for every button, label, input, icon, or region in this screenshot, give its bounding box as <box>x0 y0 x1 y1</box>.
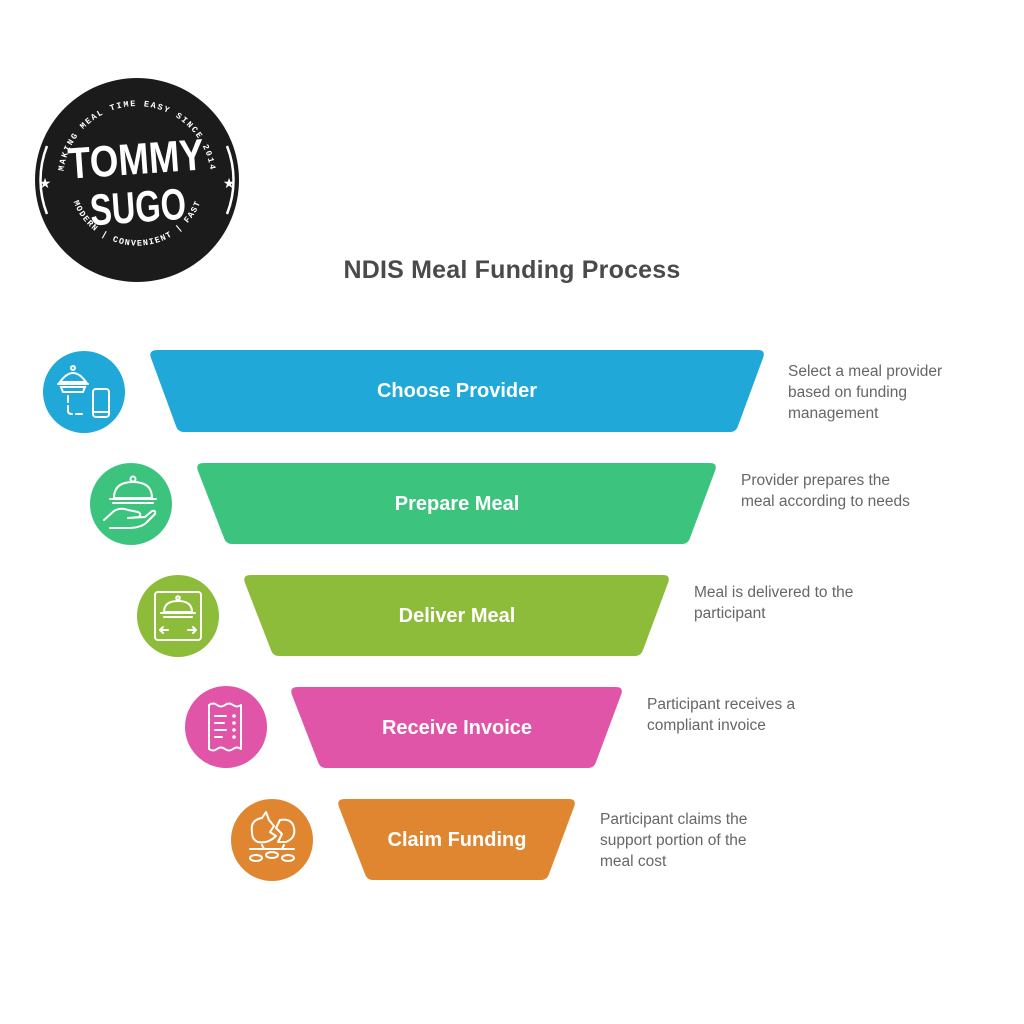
cloche-hand-icon <box>90 463 172 545</box>
stage-label-claim-funding: Claim Funding <box>387 829 527 851</box>
description-line: Select a meal provider <box>788 363 943 380</box>
stage-label-choose-provider: Choose Provider <box>376 380 538 402</box>
funnel-stage-choose-provider <box>150 350 764 432</box>
description-line: Provider prepares the <box>741 472 891 489</box>
description-line: management <box>788 405 879 422</box>
description-line: Participant claims the <box>600 811 748 828</box>
description-line: meal according to needs <box>741 493 910 510</box>
funnel-stage-claim-funding <box>338 799 575 880</box>
funnel-stage-prepare-meal <box>197 463 716 544</box>
description-line: Meal is delivered to the <box>694 584 854 601</box>
piggy-bank-coins-icon <box>231 799 313 881</box>
description-line: based on funding <box>788 384 907 401</box>
star-icon: ★ <box>39 175 52 191</box>
stage-label-receive-invoice: Receive Invoice <box>381 717 533 739</box>
star-icon: ★ <box>223 175 236 191</box>
description-line: participant <box>694 605 766 622</box>
stage-description-deliver-meal: Meal is delivered to the participant <box>694 582 853 624</box>
stage-label-prepare-meal: Prepare Meal <box>394 493 520 515</box>
description-line: support portion of the <box>600 832 747 849</box>
stage-description-claim-funding: Participant claims the support portion o… <box>600 809 747 872</box>
stage-description-prepare-meal: Provider prepares the meal according to … <box>741 470 910 512</box>
diagram-title: NDIS Meal Funding Process <box>343 256 681 284</box>
logo-brand-line1: TOMMY <box>66 130 205 188</box>
tommy-sugo-logo: MAKING MEAL TIME EASY SINCE 2014 MODERN … <box>33 76 241 284</box>
description-line: compliant invoice <box>647 717 766 734</box>
description-line: meal cost <box>600 853 667 870</box>
stage-label-deliver-meal: Deliver Meal <box>398 605 516 627</box>
stage-description-receive-invoice: Participant receives a compliant invoice <box>647 694 795 736</box>
delivery-box-icon <box>137 575 219 657</box>
stage-description-choose-provider: Select a meal provider based on funding … <box>788 361 942 424</box>
funnel-stage-receive-invoice <box>291 687 622 768</box>
cloche-phone-icon <box>43 351 125 433</box>
funnel-stage-deliver-meal <box>244 575 669 656</box>
description-line: Participant receives a <box>647 696 796 713</box>
receipt-icon <box>185 686 267 768</box>
logo-brand-line2: SUGO <box>88 180 187 236</box>
